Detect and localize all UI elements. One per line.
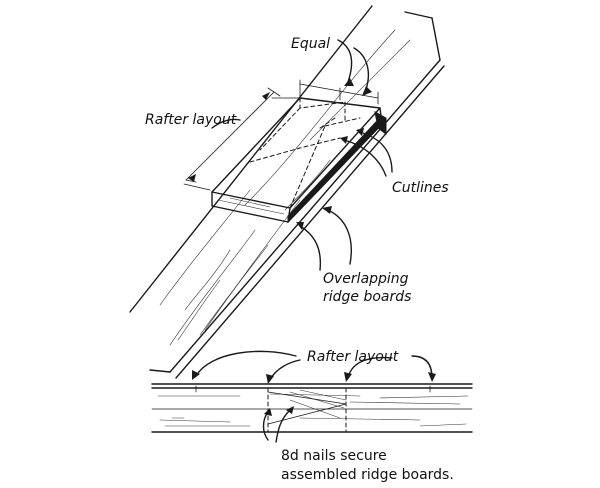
rafter-layout-dimension [183, 87, 301, 191]
label-nails-line2: assembled ridge boards. [281, 467, 454, 483]
label-rafter-layout-top: Rafter layout [145, 112, 237, 128]
assembled-ridge-boards [151, 383, 473, 433]
nails-leaders [262, 406, 294, 443]
overlapping-board-piece [211, 97, 387, 224]
cutlines-leaders [340, 128, 393, 177]
label-rafter-layout-bottom: Rafter layout [307, 349, 399, 365]
label-overlapping-line2: ridge boards [323, 289, 411, 305]
overlapping-leaders [296, 206, 352, 271]
label-cutlines: Cutlines [392, 180, 449, 196]
rafter-layout-bottom-leaders [192, 350, 436, 384]
label-overlapping-line1: Overlapping [323, 271, 409, 287]
label-nails-line1: 8d nails secure [281, 448, 387, 464]
equal-dimension [299, 39, 379, 105]
label-equal: Equal [291, 36, 330, 52]
